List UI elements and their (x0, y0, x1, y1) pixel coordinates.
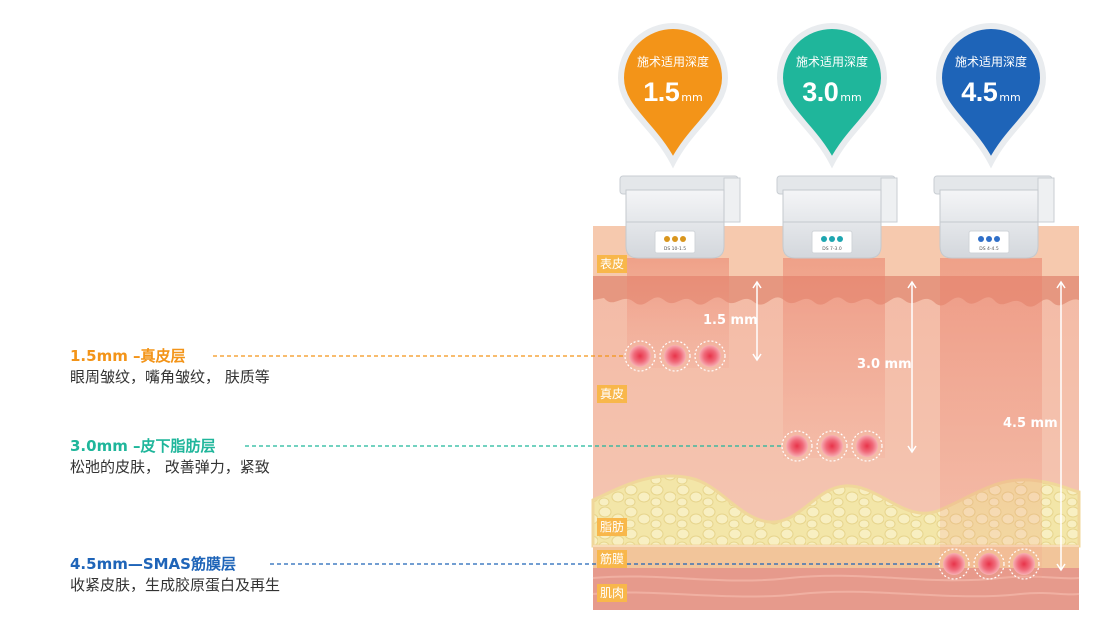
depth-label-1: 1.5 mm (703, 313, 758, 328)
focus-point-ring (694, 340, 726, 372)
focus-point (943, 553, 965, 575)
depth-pin-2 (776, 23, 888, 169)
beam-3 (940, 258, 1042, 578)
depth-note-3: 4.5mm—SMAS筋膜层 收紧皮肤，生成胶原蛋白及再生 (70, 555, 280, 595)
layer-tag-fascia: 筋膜 (597, 550, 628, 568)
focus-point (664, 345, 686, 367)
indicator-dot (994, 236, 1000, 242)
pin-1-caption: 施术适用深度 (636, 55, 709, 69)
focus-point (786, 435, 808, 457)
focus-point (1013, 553, 1035, 575)
depth-pin-3 (935, 23, 1047, 169)
layer-tag-fat: 脂肪 (597, 518, 628, 536)
pin-3-depth: 4.5 (961, 77, 998, 107)
pin-3-caption: 施术适用深度 (954, 55, 1027, 69)
focus-point-ring (781, 430, 813, 462)
depth-note-2-title: 3.0mm –皮下脂肪层 (70, 437, 216, 455)
cartridge-1: DS 10-1.5 (619, 175, 741, 259)
depth-arrow-2 (907, 280, 917, 454)
depth-label-3: 4.5 mm (1003, 416, 1058, 431)
depth-note-3-desc: 收紧皮肤，生成胶原蛋白及再生 (70, 576, 281, 594)
focus-point-ring (659, 340, 691, 372)
focus-point-ring (851, 430, 883, 462)
focus-point (856, 435, 878, 457)
layer-tag-dermis: 真皮 (597, 385, 628, 403)
pin-1-depth: 1.5 (643, 77, 680, 107)
indicator-dot (680, 236, 686, 242)
depth-note-3-title: 4.5mm—SMAS筋膜层 (70, 555, 236, 573)
focus-point (699, 345, 721, 367)
cartridge-label: DS 10-1.5 (664, 246, 686, 252)
depth-note-2-desc: 松弛的皮肤， 改善弹力，紧致 (70, 458, 270, 476)
focus-point-ring (938, 548, 970, 580)
focus-point-ring (624, 340, 656, 372)
cartridge-2: DS 7-3.0 (776, 175, 898, 259)
indicator-dot (821, 236, 827, 242)
pin-3-unit: mm (999, 91, 1021, 104)
focus-point (978, 553, 1000, 575)
pin-2-depth: 3.0 (802, 77, 839, 107)
depth-note-2: 3.0mm –皮下脂肪层 松弛的皮肤， 改善弹力，紧致 (70, 437, 270, 477)
depth-note-1-title: 1.5mm –真皮层 (70, 347, 186, 365)
cartridge-3: DS 4-4.5 (933, 175, 1055, 259)
indicator-dot (978, 236, 984, 242)
indicator-dot (829, 236, 835, 242)
indicator-dot (986, 236, 992, 242)
indicator-dot (672, 236, 678, 242)
focus-point-ring (973, 548, 1005, 580)
depth-arrow-3 (1056, 280, 1066, 572)
depth-label-2: 3.0 mm (857, 357, 912, 372)
depth-note-1: 1.5mm –真皮层 眼周皱纹，嘴角皱纹， 肤质等 (70, 347, 270, 387)
cartridge-label: DS 4-4.5 (979, 246, 999, 252)
pin-1-unit: mm (681, 91, 703, 104)
beam-2 (783, 258, 885, 458)
depth-pin-1 (617, 23, 729, 169)
focus-point (629, 345, 651, 367)
cartridge-label: DS 7-3.0 (822, 246, 842, 252)
focus-point-ring (1008, 548, 1040, 580)
focus-point (821, 435, 843, 457)
indicator-dot (837, 236, 843, 242)
layer-tag-epidermis: 表皮 (597, 255, 628, 273)
pin-2-caption: 施术适用深度 (795, 55, 868, 69)
layer-tag-muscle: 肌肉 (597, 584, 628, 602)
focus-point-ring (816, 430, 848, 462)
indicator-dot (664, 236, 670, 242)
depth-note-1-desc: 眼周皱纹，嘴角皱纹， 肤质等 (70, 368, 270, 386)
depth-arrow-1 (752, 280, 762, 362)
pin-2-unit: mm (840, 91, 862, 104)
